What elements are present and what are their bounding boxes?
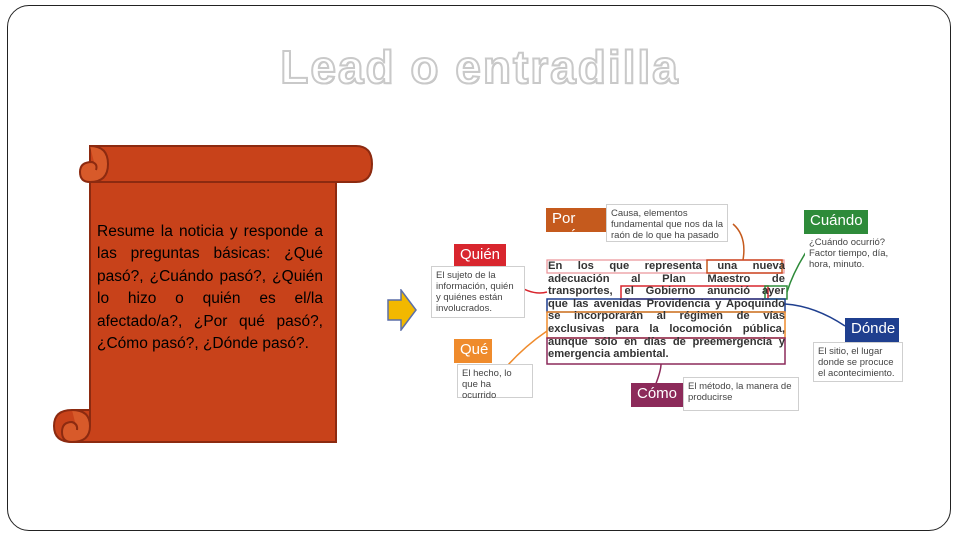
note-como: El método, la manera de producirse — [683, 377, 799, 411]
news-line: que las avenidas Providencia y Apoquindo — [548, 298, 785, 311]
note-porque: Causa, elementos fundamental que nos da … — [606, 204, 728, 242]
label-como: Cómo — [631, 383, 683, 407]
note-donde: El sitio, el lugar donde se procuce el a… — [813, 342, 903, 382]
news-line: transportes, el Gobierno anunció ayer — [548, 285, 785, 298]
news-excerpt: En los que representa una nueva adecuaci… — [548, 260, 785, 361]
label-donde: Dónde — [845, 318, 899, 342]
label-cuando: Cuándo — [804, 210, 868, 234]
news-line: En los que representa una nueva — [548, 260, 785, 273]
lead-diagram: Por qué Causa, elementos fundamental que… — [425, 196, 905, 416]
label-que: Qué — [454, 339, 492, 363]
news-line: adecuación al Plan Maestro de — [548, 273, 785, 286]
label-porque: Por qué — [546, 208, 606, 232]
note-que: El hecho, lo que ha ocurrido — [457, 364, 533, 398]
news-line: se incorporarán al régimen de vías — [548, 310, 785, 323]
note-quien: El sujeto de la información, quién y qui… — [431, 266, 525, 318]
scroll-text: Resume la noticia y responde a las pregu… — [97, 221, 323, 355]
slide-title: Lead o entradilla — [0, 40, 960, 94]
news-line: emergencia ambiental. — [548, 348, 785, 361]
news-line: exclusivas para la locomoción pública, — [548, 323, 785, 336]
right-arrow-icon — [387, 289, 417, 331]
label-quien: Quién — [454, 244, 506, 268]
note-cuando: ¿Cuándo ocurrió? Factor tiempo, día, hor… — [805, 234, 903, 272]
news-line: aunque sólo en días de preemergencia y — [548, 336, 785, 349]
